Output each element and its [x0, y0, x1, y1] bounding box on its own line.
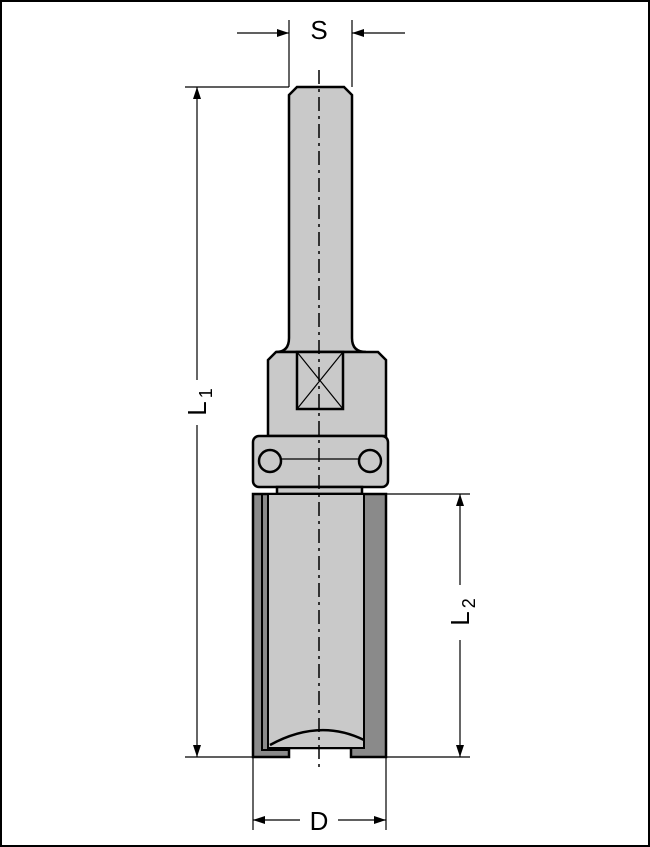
- router-bit: [251, 85, 390, 759]
- shank: [275, 85, 367, 354]
- label-cutting-length-main: L: [445, 611, 475, 625]
- cutter-flute-line: [261, 494, 289, 751]
- label-cutting-length-sub: 2: [459, 598, 479, 608]
- cutter-end-arc: [269, 728, 365, 747]
- bearing-hole-left: [257, 448, 283, 474]
- label-cutting-diameter: D: [310, 806, 329, 836]
- label-cutting-length: L2: [445, 598, 479, 625]
- dimension-lines: [185, 20, 470, 830]
- bearing-hole-right: [357, 448, 383, 474]
- label-total-length: L1: [182, 388, 216, 415]
- cutter-inner: [267, 493, 365, 749]
- label-total-length-main: L: [182, 401, 212, 415]
- label-total-length-sub: 1: [196, 388, 216, 398]
- label-shank-diameter: S: [310, 15, 327, 45]
- wrench-flat-cross: [296, 351, 344, 410]
